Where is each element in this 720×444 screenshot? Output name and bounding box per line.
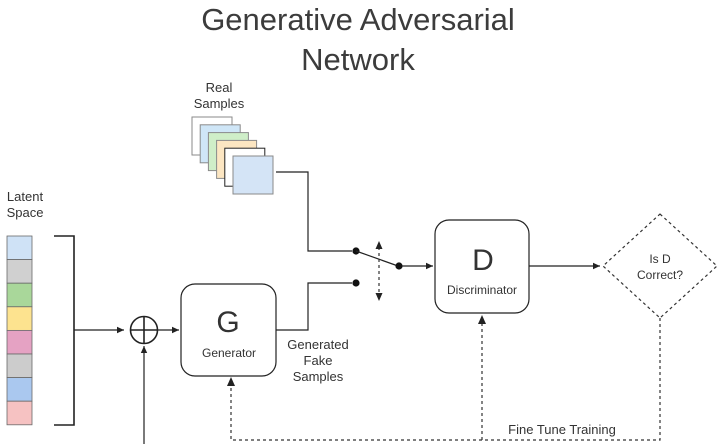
decision-diamond: Is D Correct? bbox=[602, 213, 718, 319]
decision-label-line-1: Is D bbox=[649, 252, 671, 266]
latent-cell bbox=[6, 235, 33, 261]
real-sample-card bbox=[232, 155, 274, 195]
latent-cell bbox=[6, 353, 33, 379]
discriminator-box: D Discriminator bbox=[434, 219, 530, 314]
latent-cell bbox=[6, 329, 33, 355]
real-samples-output-line bbox=[276, 171, 352, 252]
sample-switch bbox=[352, 247, 403, 287]
latent-cell bbox=[6, 282, 33, 308]
generated-label-line-2: Fake bbox=[304, 353, 333, 368]
feedback-label: Fine Tune Training bbox=[508, 422, 616, 437]
feedback-generator-arrowhead bbox=[227, 377, 235, 386]
latent-space-label-line-2: Space bbox=[7, 205, 44, 220]
real-samples-label-line-1: Real bbox=[206, 80, 233, 95]
latent-bracket bbox=[54, 235, 75, 426]
latent-vector bbox=[6, 235, 33, 426]
discriminator-letter: D bbox=[472, 244, 494, 277]
generator-letter: G bbox=[216, 306, 239, 339]
switch-toggle-arrow bbox=[375, 241, 383, 301]
generator-label: Generator bbox=[202, 346, 256, 360]
latent-space-label-line-1: Latent bbox=[7, 189, 44, 204]
generated-label-line-3: Samples bbox=[293, 369, 344, 384]
latent-cell bbox=[6, 259, 33, 284]
generator-box: G Generator bbox=[180, 283, 277, 377]
latent-cell bbox=[6, 400, 33, 426]
generator-output-line bbox=[276, 282, 352, 331]
generated-label-line-1: Generated bbox=[287, 337, 348, 352]
feedback-discriminator-arrowhead bbox=[478, 315, 486, 324]
diagram-title-line-2: Network bbox=[301, 42, 415, 77]
combine-icon bbox=[129, 315, 159, 345]
real-samples-stack bbox=[191, 116, 274, 195]
latent-cell bbox=[6, 306, 33, 331]
latent-cell bbox=[6, 377, 33, 402]
diagram-title-line-1: Generative Adversarial bbox=[201, 2, 515, 37]
feedback-line bbox=[230, 318, 661, 441]
real-samples-label-line-2: Samples bbox=[194, 96, 245, 111]
discriminator-label: Discriminator bbox=[447, 283, 517, 297]
decision-label-line-2: Correct? bbox=[637, 268, 683, 282]
